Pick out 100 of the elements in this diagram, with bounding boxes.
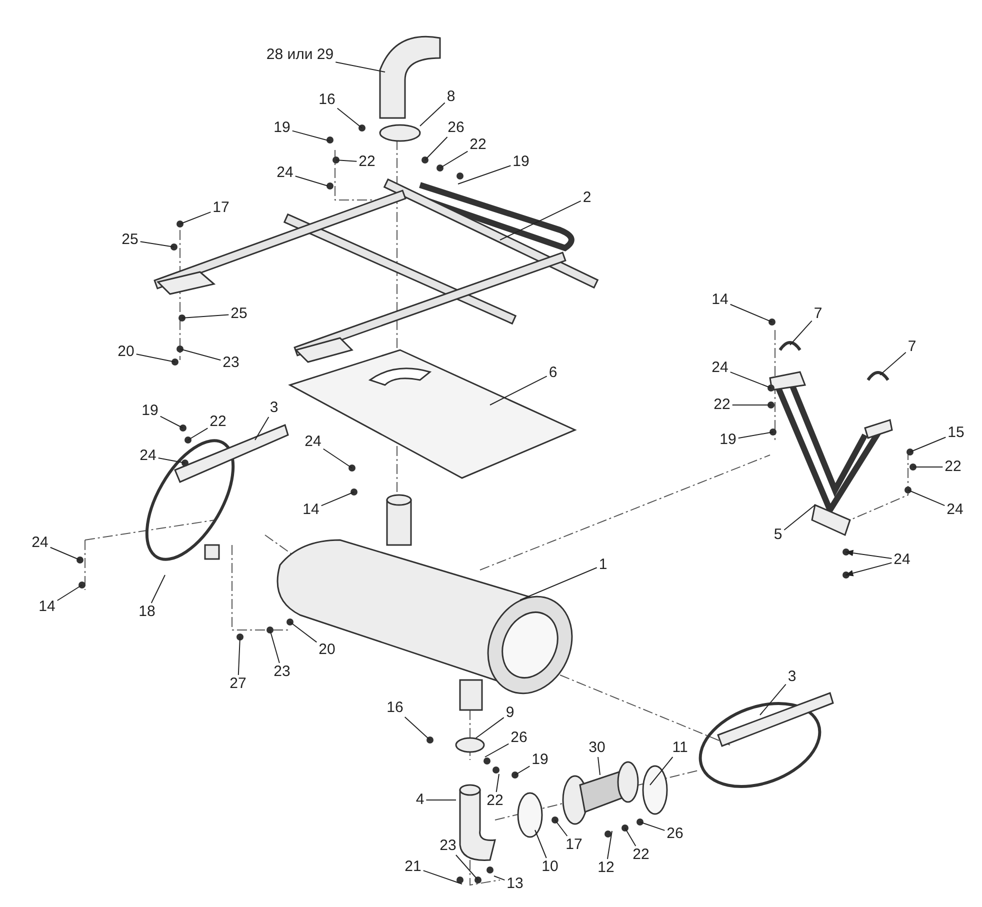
callout-number: 19: [530, 751, 550, 769]
callout-number: 23: [220, 354, 242, 372]
leader-line: [730, 304, 772, 322]
leader-line: [476, 717, 504, 738]
callout-number: 17: [210, 199, 232, 217]
leader-line: [140, 241, 174, 248]
leader-line: [180, 212, 212, 224]
leader-line: [520, 567, 598, 600]
callout-number: 4: [414, 791, 426, 809]
callout-number: 26: [446, 119, 466, 137]
leader-line: [188, 428, 208, 440]
leader-line: [484, 743, 510, 758]
leader-line: [292, 130, 330, 142]
callout-number: 7: [906, 338, 918, 356]
leader-line: [150, 574, 166, 604]
leader-line: [606, 830, 612, 860]
leader-line: [404, 716, 430, 740]
callout-number: 20: [116, 343, 136, 361]
leader-line: [732, 404, 772, 406]
leader-line: [336, 108, 362, 128]
leader-line: [336, 160, 358, 162]
leader-line: [912, 466, 944, 468]
callout-number: 10: [540, 858, 560, 876]
callout-number: 22: [468, 136, 488, 154]
leader-line: [294, 176, 328, 186]
leader-line: [158, 457, 186, 464]
callout-number: 3: [268, 399, 280, 417]
leader-line: [160, 416, 184, 428]
callout-number: 15: [946, 424, 966, 442]
callout-number: 19: [272, 119, 292, 137]
leader-line: [760, 684, 786, 716]
leader-line: [845, 550, 892, 560]
callout-number: 7: [812, 305, 824, 323]
leader-line: [490, 376, 548, 406]
callout-number: 24: [138, 447, 158, 465]
callout-number: 26: [508, 729, 530, 747]
callout-number: 6: [546, 364, 560, 382]
callout-number: 2: [580, 189, 594, 207]
callout-number: 20: [316, 641, 338, 659]
leader-line: [598, 756, 600, 776]
callout-number: 19: [510, 153, 532, 171]
callout-number: 16: [384, 699, 406, 717]
leader-line: [880, 352, 906, 376]
callout-number: 8: [444, 88, 458, 106]
leader-line: [320, 492, 354, 506]
leader-line: [254, 416, 270, 440]
callout-number: 23: [272, 663, 292, 681]
callout-number: 26: [664, 825, 686, 843]
callout-number: 24: [944, 501, 966, 519]
callout-number: 14: [710, 291, 730, 309]
leader-line: [290, 622, 318, 643]
leader-line: [496, 774, 500, 792]
callout-number: 13: [504, 875, 526, 893]
callout-number: 25: [228, 305, 250, 323]
callout-number: 14: [36, 598, 58, 616]
leader-line: [182, 314, 230, 318]
leader-line: [500, 200, 582, 240]
callout-number: 24: [30, 534, 50, 552]
callout-number: 3: [786, 668, 798, 686]
callout-number: 18: [136, 603, 158, 621]
leader-line: [180, 348, 222, 361]
callout-number: 22: [942, 458, 964, 476]
leader-line: [624, 828, 636, 846]
leader-line: [136, 354, 176, 362]
leader-line: [335, 62, 386, 72]
callout-number: 1: [596, 556, 610, 574]
leader-line: [730, 372, 772, 388]
callout-number: 14: [300, 501, 322, 519]
callout-number: 24: [892, 551, 912, 569]
leader-line: [424, 136, 448, 160]
callout-number: 28 или 29: [264, 46, 336, 64]
callout-number: 24: [710, 359, 730, 377]
callout-number: 25: [120, 231, 140, 249]
leader-line: [534, 830, 547, 858]
callout-number: 11: [670, 739, 690, 757]
leader-line: [420, 102, 446, 126]
callout-number: 5: [772, 526, 784, 544]
leader-line: [845, 562, 892, 576]
callout-number: 16: [316, 91, 338, 109]
leader-line: [554, 820, 568, 836]
callout-number: 27: [228, 675, 248, 693]
callout-number: 23: [438, 837, 458, 855]
callout-number: 22: [208, 413, 228, 431]
callout-number: 22: [356, 153, 378, 171]
callout-number: 24: [274, 164, 296, 182]
leader-line: [455, 854, 478, 880]
leader-line: [322, 448, 352, 468]
leader-line: [458, 165, 512, 184]
callout-number: 9: [504, 704, 516, 722]
callout-number: 17: [564, 836, 584, 854]
leader-line: [440, 150, 468, 168]
leader-line: [238, 636, 240, 676]
callout-number: 22: [630, 846, 652, 864]
callout-number: 24: [302, 433, 324, 451]
leader-line: [422, 870, 462, 884]
leader-line: [514, 766, 530, 776]
callout-number: 21: [402, 858, 424, 876]
leader-line: [910, 436, 946, 452]
callout-number: 12: [596, 859, 616, 877]
leader-line: [784, 504, 816, 530]
